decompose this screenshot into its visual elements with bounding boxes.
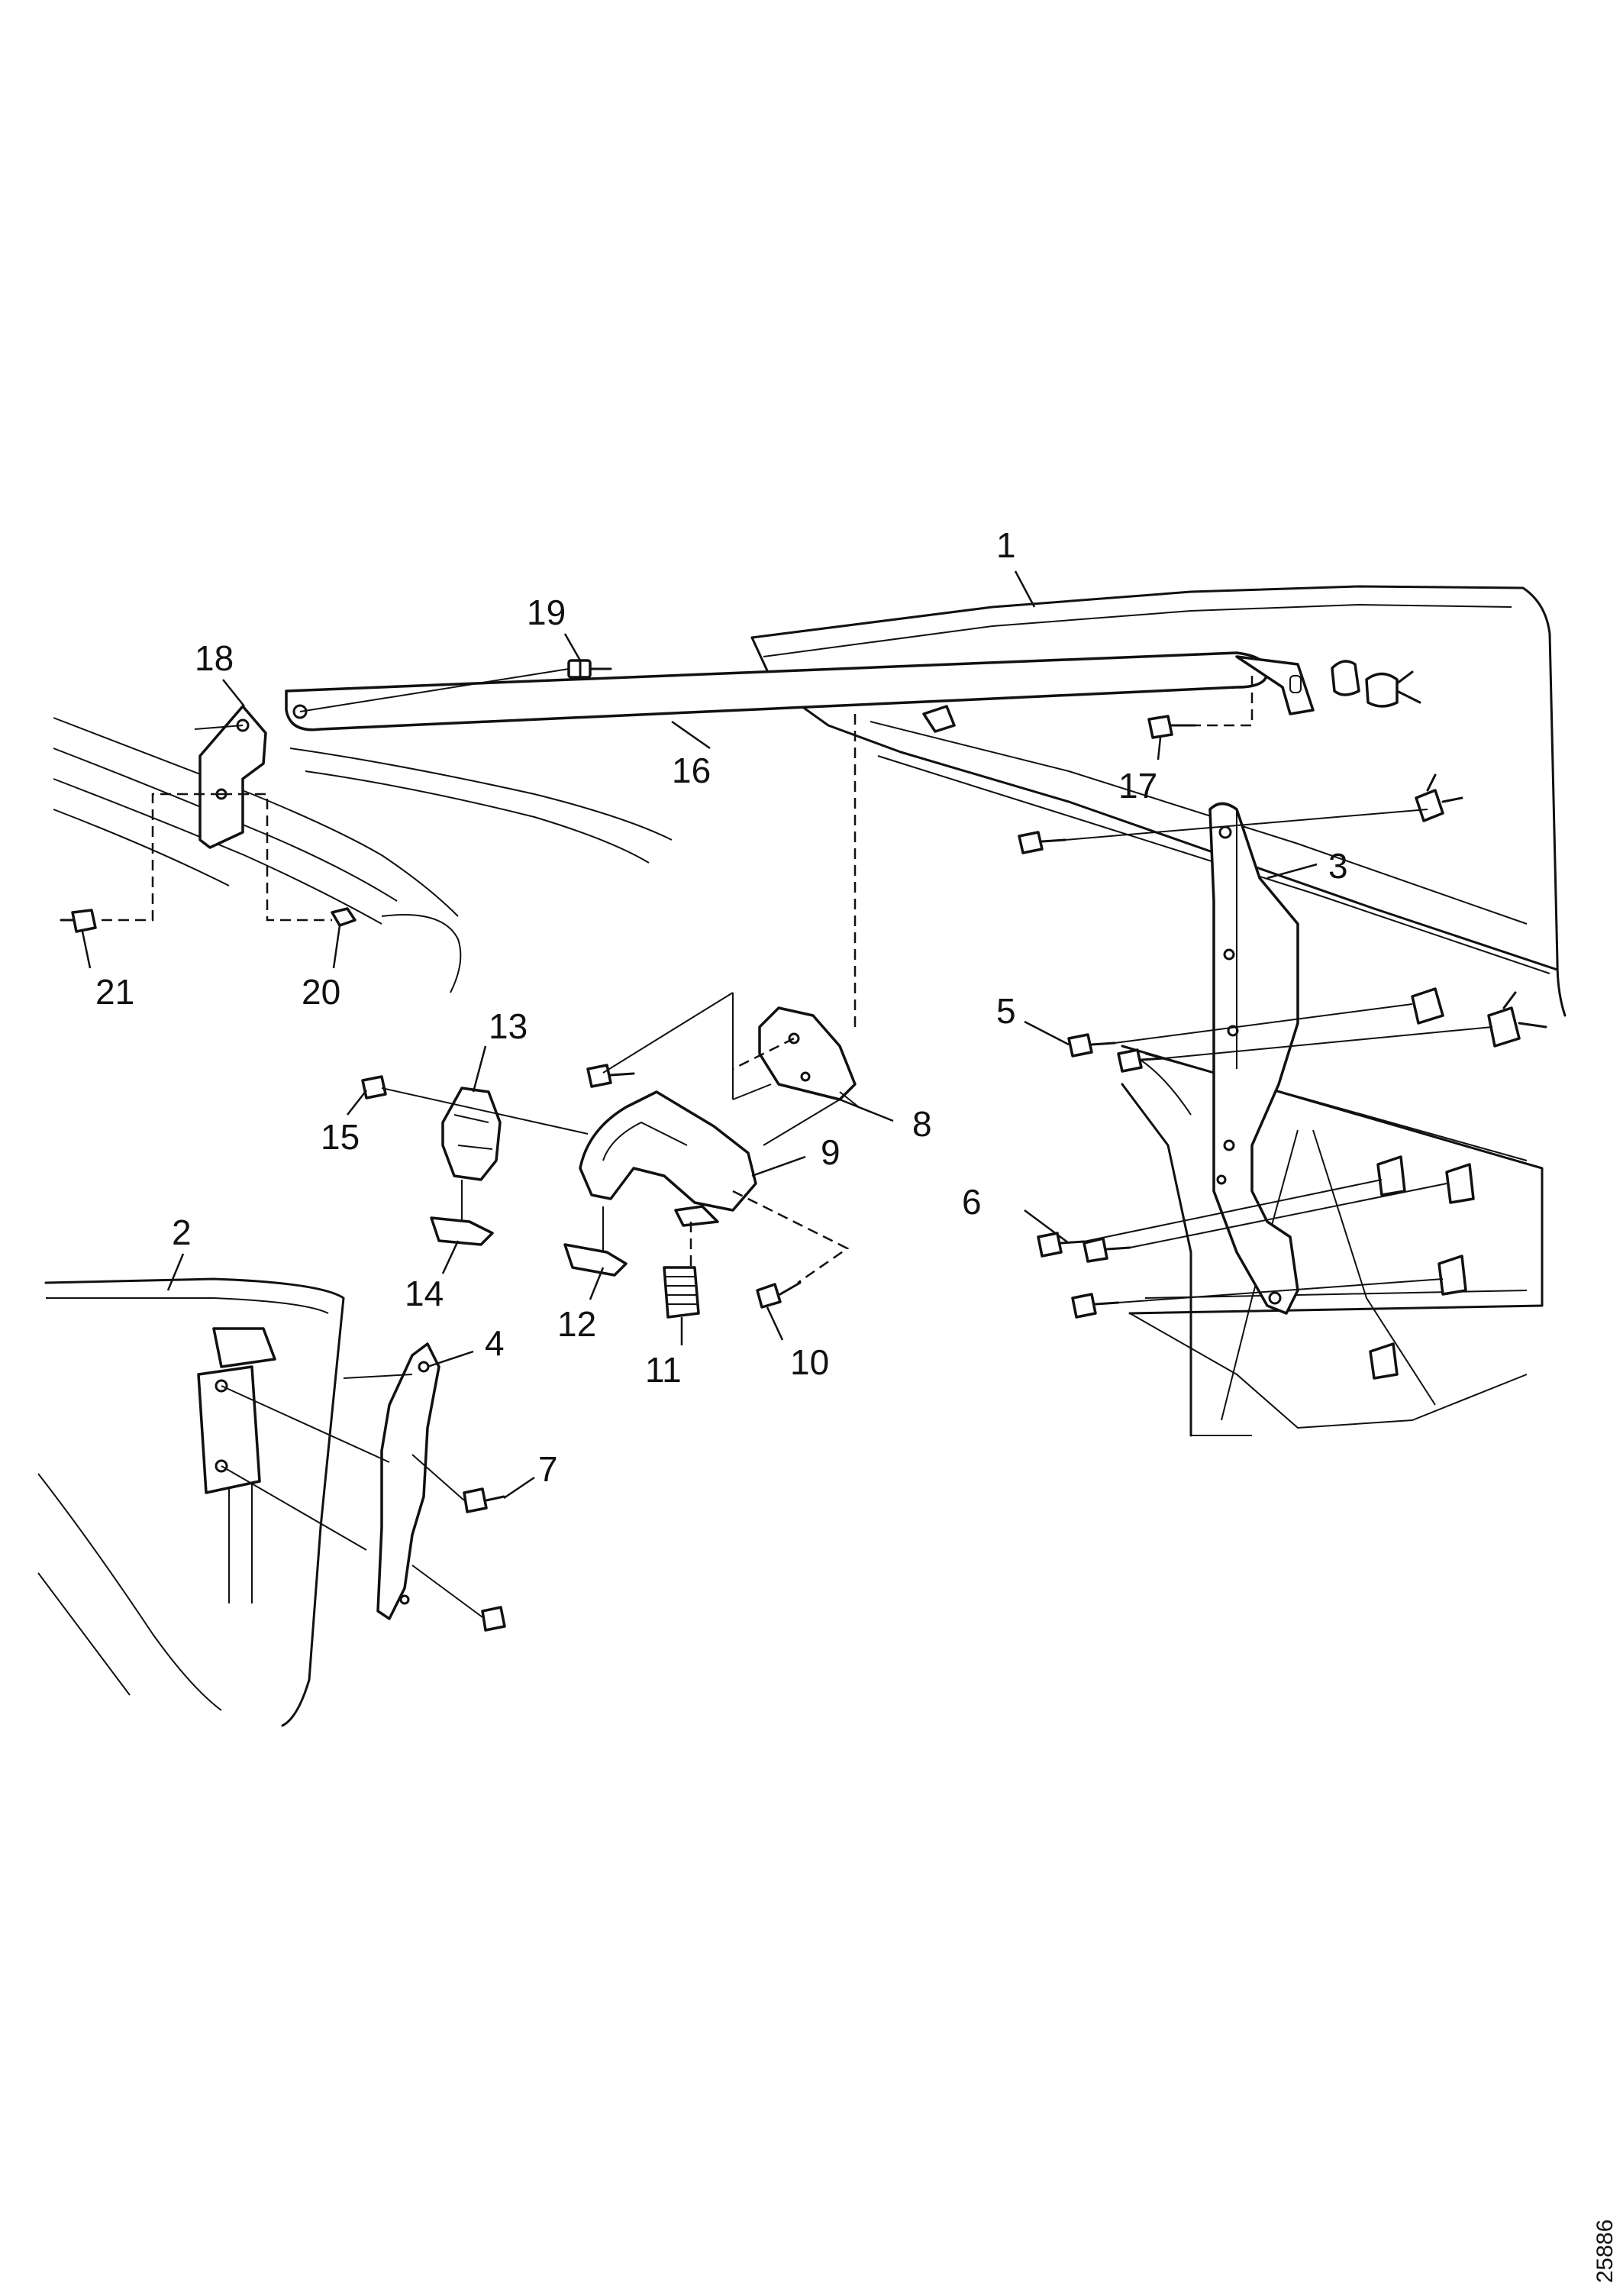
clip-20	[331, 907, 357, 927]
callout-18: 18	[195, 638, 234, 678]
clip-nuts	[922, 660, 1547, 1380]
callout-13: 13	[489, 1006, 528, 1046]
hinge-plate	[197, 1327, 276, 1494]
callout-7: 7	[538, 1449, 558, 1489]
callout-1: 1	[996, 525, 1016, 565]
bolt-19	[567, 659, 612, 679]
callout-11: 11	[645, 1350, 682, 1390]
bracket-4	[376, 1342, 440, 1620]
callout-16: 16	[672, 751, 711, 790]
nuts-7	[463, 1487, 506, 1632]
bolt-17	[1147, 715, 1196, 739]
callout-15: 15	[321, 1117, 360, 1157]
reference-number: 25886	[1592, 2220, 1618, 2283]
bracket-9	[579, 1090, 757, 1227]
callout-20: 20	[302, 972, 340, 1012]
body-panel-2	[37, 1277, 345, 1727]
callout-17: 17	[1118, 766, 1157, 806]
callout-3: 3	[1328, 846, 1348, 886]
callout-2: 2	[172, 1213, 192, 1252]
callout-labels: 1 2 3 4 5 6 7 8 9 10 11 12 13 14 15 16 1…	[95, 525, 1348, 1489]
bracket-8	[758, 1006, 860, 1108]
callout-19: 19	[527, 593, 566, 632]
clip-14	[430, 1216, 494, 1246]
front-structure	[1121, 1045, 1544, 1437]
callout-4: 4	[485, 1323, 505, 1363]
bolt-8-upper	[586, 1064, 635, 1088]
callout-21: 21	[95, 972, 134, 1012]
spring-11	[663, 1266, 700, 1319]
bolt-alignment-lines	[1064, 809, 1493, 1303]
bracket-4-alignment-lines	[221, 1374, 483, 1618]
clip-12	[563, 1243, 628, 1277]
bolt-10	[756, 1281, 802, 1309]
leader-lines	[81, 570, 1318, 1500]
callout-5: 5	[996, 991, 1016, 1031]
callout-8: 8	[912, 1104, 932, 1144]
nut-15	[361, 1075, 387, 1100]
callout-6: 6	[962, 1182, 982, 1222]
callout-14: 14	[405, 1274, 444, 1313]
dashed-assembly-lines	[95, 676, 1254, 1284]
bracket-13	[441, 1087, 502, 1181]
solid-alignment-lines	[194, 668, 841, 1252]
nut-21	[60, 909, 97, 933]
callout-9: 9	[821, 1132, 841, 1172]
bolts-5-6	[1018, 831, 1166, 1319]
left-structure	[53, 717, 673, 993]
callout-10: 10	[790, 1342, 829, 1382]
callout-12: 12	[557, 1304, 596, 1344]
bracket-3	[1208, 802, 1299, 1315]
